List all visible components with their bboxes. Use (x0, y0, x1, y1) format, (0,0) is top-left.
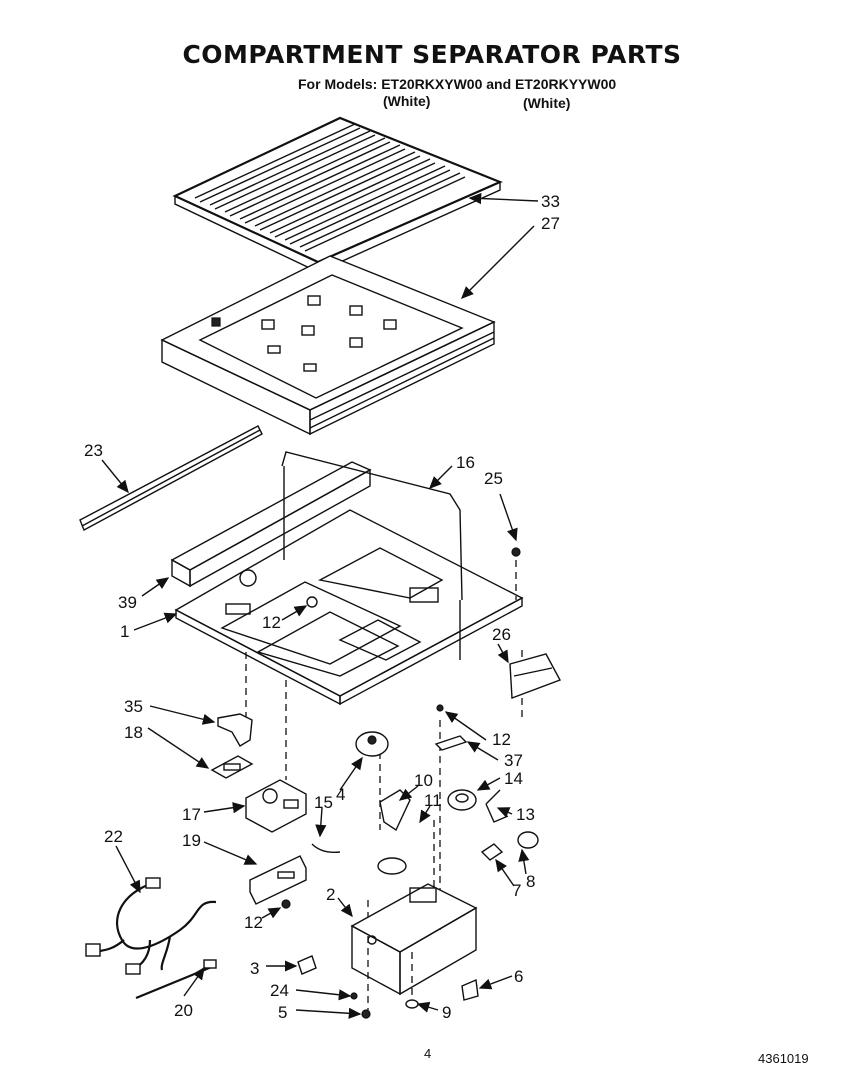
callout-11: 11 (424, 791, 442, 810)
callout-25: 25 (484, 469, 503, 488)
separator-body-part-1 (170, 451, 524, 706)
callout-27: 27 (541, 214, 560, 233)
callout-labels: 33 27 23 16 25 39 1 12 26 35 18 12 37 4 … (84, 192, 560, 1022)
callout-14: 14 (504, 769, 523, 788)
flap-part-26 (509, 653, 561, 699)
callout-12-right: 12 (492, 730, 511, 749)
callout-5: 5 (278, 1003, 287, 1022)
control-housing-parts (210, 713, 307, 909)
document-number: 4361019 (758, 1051, 809, 1066)
callout-35: 35 (124, 697, 143, 716)
callout-17: 17 (182, 805, 201, 824)
callout-26: 26 (492, 625, 511, 644)
callout-37: 37 (504, 751, 523, 770)
callout-23: 23 (84, 441, 103, 460)
callout-33: 33 (541, 192, 560, 211)
callout-8: 8 (526, 872, 535, 891)
callout-12-lower: 12 (244, 913, 263, 932)
color-label-left: (White) (383, 93, 431, 109)
wire-part-20 (135, 959, 217, 1000)
shelf-frame-part-27 (160, 255, 496, 436)
callout-13: 13 (516, 805, 535, 824)
callout-24: 24 (270, 981, 289, 1000)
bracket-part-2 (297, 883, 479, 1019)
callout-22: 22 (104, 827, 123, 846)
small-parts-37-14-13-8-7 (434, 704, 539, 861)
callout-3: 3 (250, 959, 259, 978)
shelf-glass-part-33 (172, 116, 503, 274)
color-label-right: (White) (523, 95, 571, 111)
callout-2: 2 (326, 885, 335, 904)
small-parts-4-10-11-15 (311, 731, 411, 875)
wiring-harness-part-22 (85, 877, 217, 975)
callout-10: 10 (414, 771, 433, 790)
callout-16: 16 (456, 453, 475, 472)
callout-20: 20 (174, 1001, 193, 1020)
callout-19: 19 (182, 831, 201, 850)
leader-lines (101, 192, 539, 1019)
trim-strip-part-23 (79, 425, 263, 531)
page-number: 4 (424, 1046, 432, 1061)
callout-15: 15 (314, 793, 333, 812)
models-line: For Models: ET20RKXYW00 and ET20RKYYW00 (298, 76, 617, 92)
callout-39: 39 (118, 593, 137, 612)
callout-4: 4 (336, 785, 345, 804)
callout-6: 6 (514, 967, 523, 986)
callout-7: 7 (512, 881, 521, 900)
callout-12-upper: 12 (262, 613, 281, 632)
callout-1: 1 (120, 622, 129, 641)
page-title: COMPARTMENT SEPARATOR PARTS (182, 40, 682, 69)
callout-18: 18 (124, 723, 143, 742)
callout-9: 9 (442, 1003, 451, 1022)
